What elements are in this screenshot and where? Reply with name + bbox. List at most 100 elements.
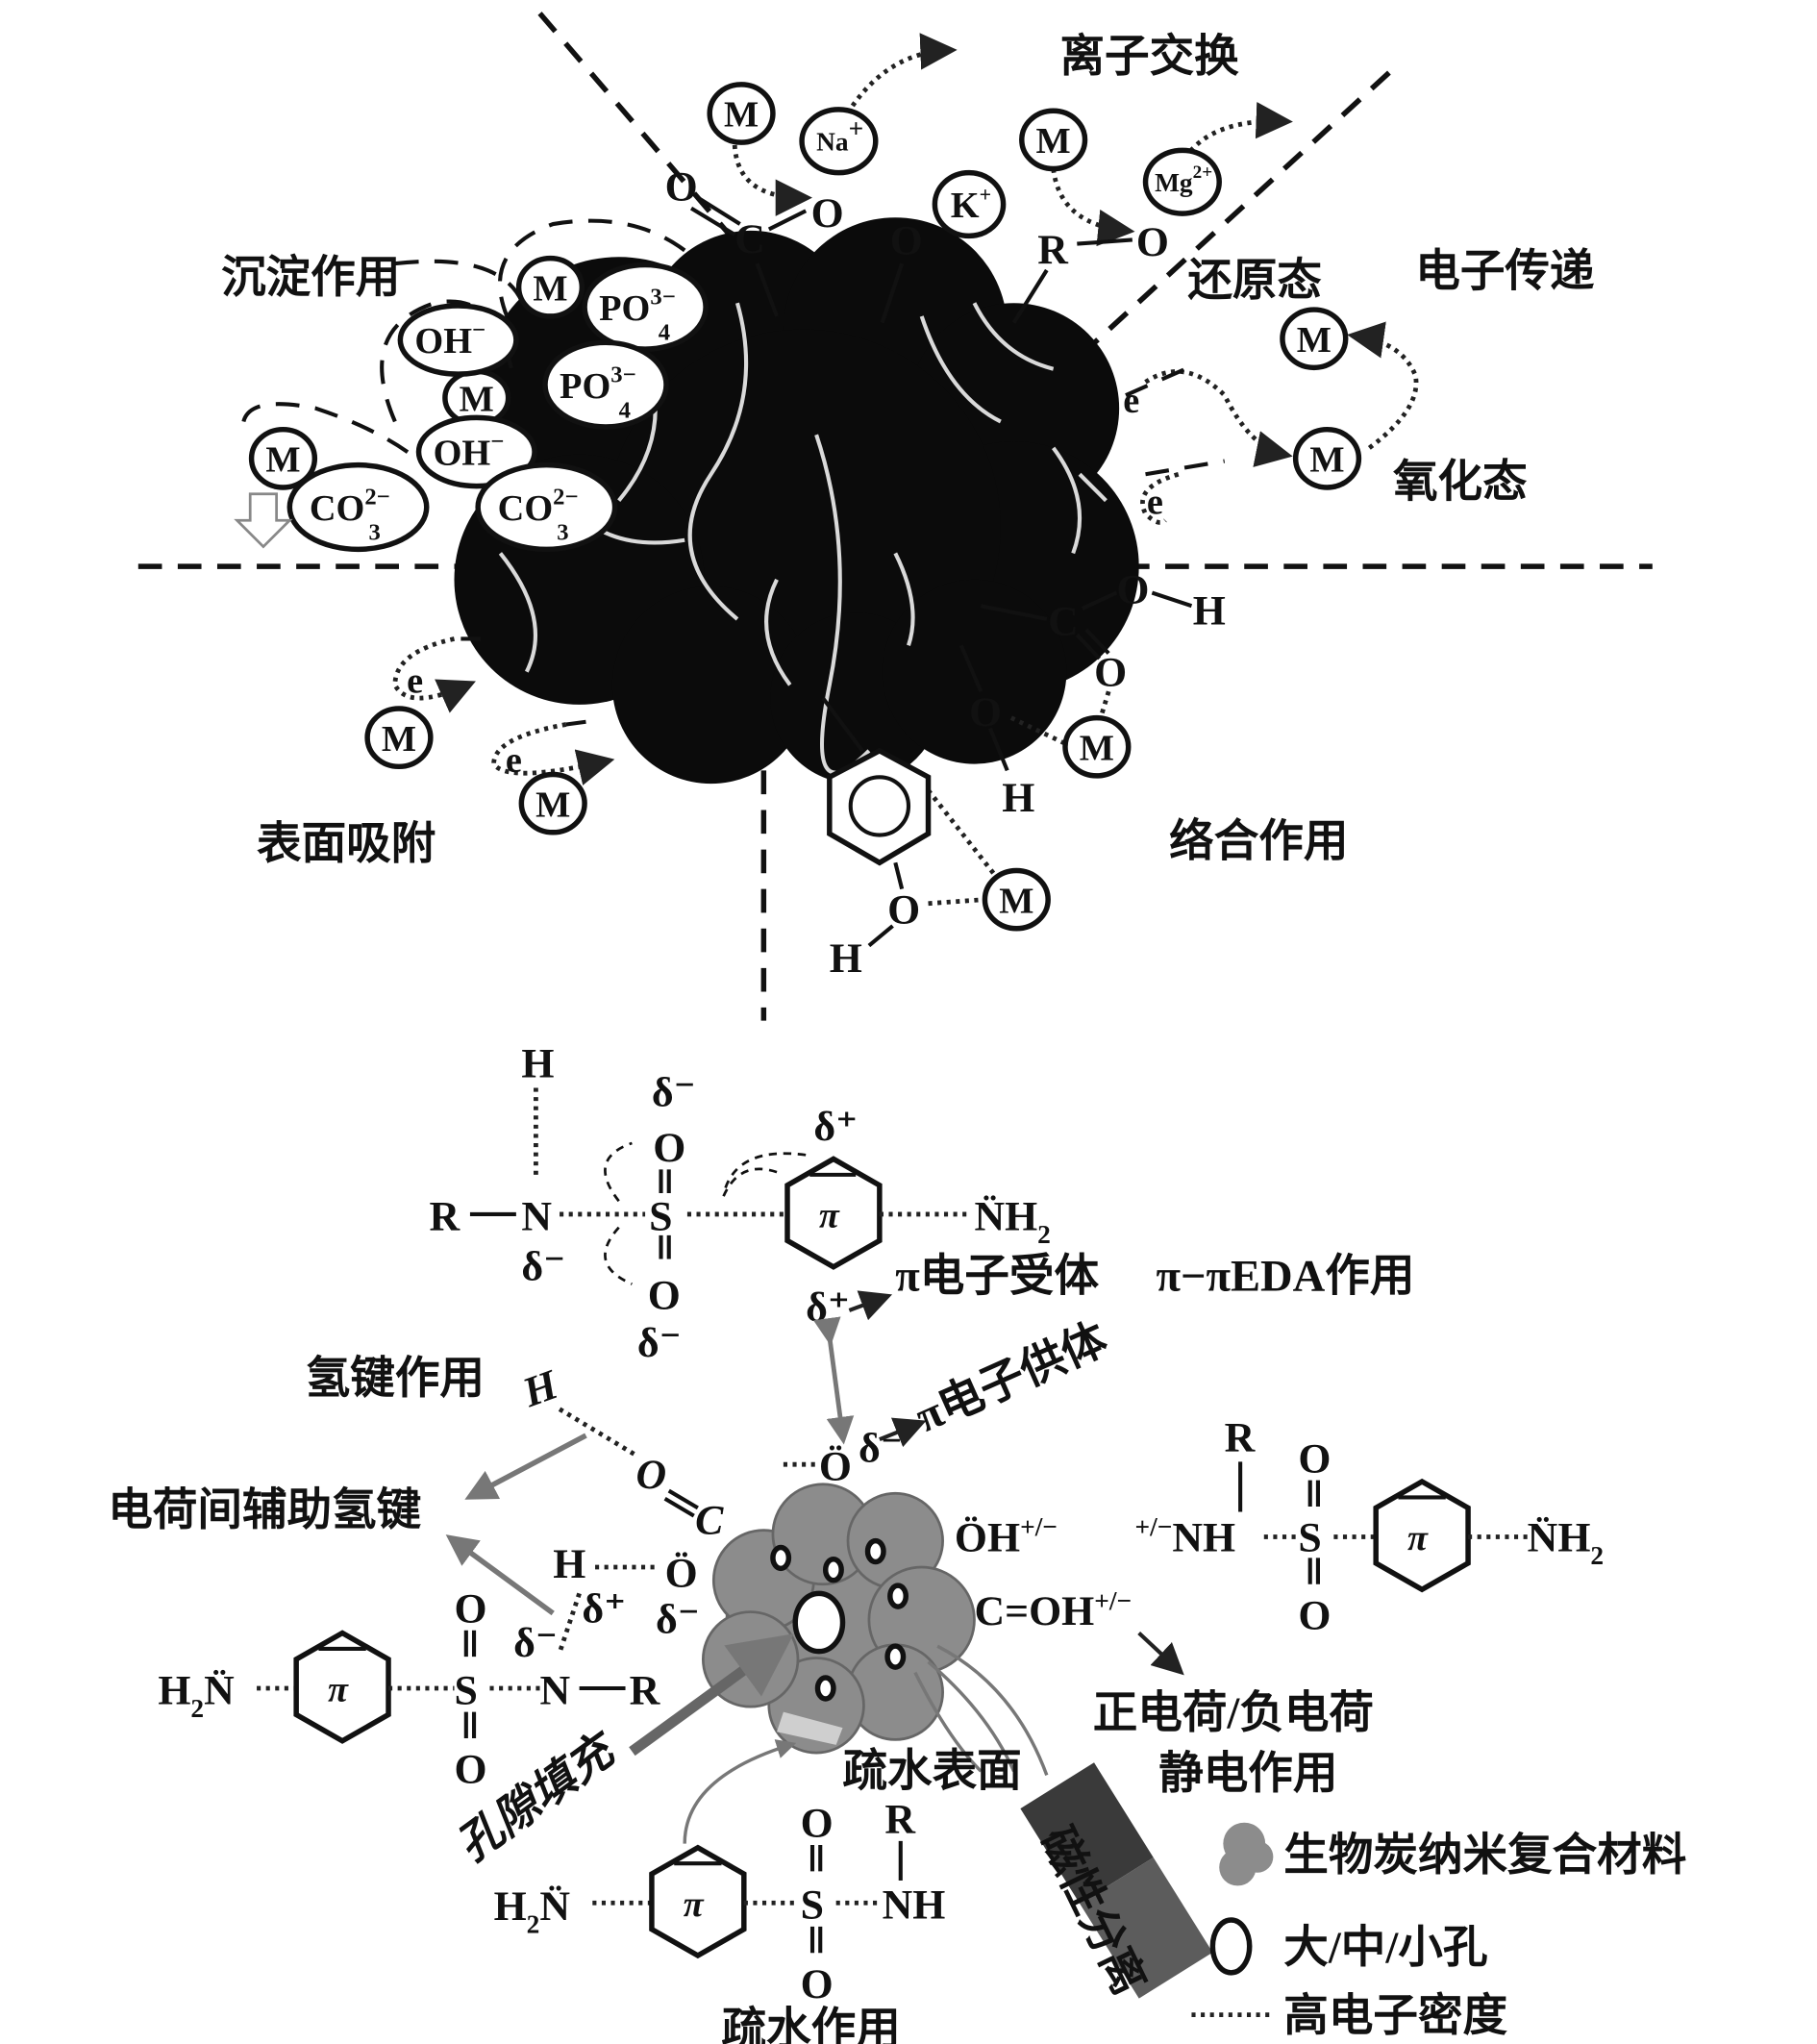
legend-biochar: 生物炭纳米复合材料 [1219,1822,1686,1886]
svg-text:π: π [819,1196,840,1236]
delta-plus: δ⁺ [806,1284,850,1331]
delta-minus: δ⁻ [521,1243,565,1289]
sulfonamide-left: H2N̈ π S O O N R [158,1586,660,1793]
metal-ion: M [364,706,434,770]
potassium-ion: K+ [932,169,1007,239]
svg-text:CO2−: CO2− [498,485,579,529]
metal-ion: M [518,771,587,835]
phenol-ring [827,747,932,866]
atom-o: O [1094,650,1127,696]
atom-c: C [1048,598,1079,644]
svg-text:OH−: OH− [414,317,485,361]
electron: e [1147,482,1163,522]
legend-label: 高电子密度 [1283,1991,1507,2041]
label-pi-pi-eda: π−πEDA作用 [1156,1251,1414,1301]
label-charge-assisted-hbond: 电荷间辅助氢键 [108,1485,421,1535]
label-electron-transfer: 电子传递 [1415,246,1595,296]
pore-icon [1209,1917,1253,1976]
svg-text:4: 4 [619,397,631,423]
svg-text:M: M [533,268,567,309]
atom-o: O [454,1586,486,1633]
amine-nh: +/−NH [1135,1512,1236,1560]
label-surface-adsorption: 表面吸附 [257,819,436,869]
svg-text:CO2−: CO2− [310,485,390,529]
svg-text:4: 4 [659,320,670,346]
metal-ion: M [1062,714,1132,779]
amine-group: H2N̈ [158,1667,235,1723]
benzene-ring: π [293,1630,391,1744]
pores [770,1537,908,1702]
carbonate-ion: CO2−3 [475,461,618,553]
mechanism-labels: 离子交换 电子传递 沉淀作用 还原态 氧化态 表面吸附 络合作用 [221,32,1595,869]
atom-o: O [887,886,920,933]
phosphate-ion: PO3−4 [582,262,709,352]
sulfonamide-right: R +/−NH S O O π N̈H2 [1135,1414,1605,1638]
svg-text:π: π [1407,1518,1429,1558]
atom-o: O [665,163,698,210]
benzene-ring: π [784,1156,883,1270]
atom-h: H [1193,587,1226,634]
delta-minus: δ⁻ [656,1596,700,1642]
label-oxidized-state: 氧化态 [1393,458,1528,508]
svg-text:M: M [460,380,494,420]
label-hydrogen-bond: 氢键作用 [306,1354,485,1404]
magnetic-separator [1020,1762,1213,1999]
sodium-ion: Na+ [799,107,879,176]
hydroxide-ion: OH− [397,303,519,377]
biochar-nanocomposite [629,1483,1049,1844]
atom-h: H [1002,775,1034,821]
label-pore-filling: 孔隙填充 [448,1723,627,1872]
legend-label: 生物炭纳米复合材料 [1283,1831,1686,1881]
svg-text:3: 3 [368,520,380,546]
svg-text:PO3−: PO3− [599,285,676,329]
atom-h: H [521,1041,554,1087]
benzene-ring: π [1373,1478,1471,1593]
delta-minus: δ⁻ [637,1320,682,1366]
atom-s: S [801,1882,824,1929]
phosphate-ion: PO3−4 [542,339,669,430]
atom-o-lone-pair: Ö [819,1444,852,1490]
atom-c: C [734,216,765,262]
svg-text:Mg2+: Mg2+ [1155,162,1212,197]
legend-label: 大/中/小孔 [1283,1923,1487,1973]
svg-text:3: 3 [557,520,568,546]
hydroxide-ion: OH− [415,414,537,489]
amine-group: N̈H2 [974,1193,1050,1249]
svg-text:K+: K+ [951,183,991,226]
svg-text:M: M [1297,320,1332,361]
atom-r: R [884,1797,916,1843]
svg-text:M: M [724,95,759,136]
hydrogen-bond-group: 氢键作用 H O C 电荷间辅助氢键 H Ö δ⁺ δ⁻ δ⁻ [108,1354,724,1666]
sulfonamide-top: H R N S O O δ⁻ δ⁻ δ⁻ π δ⁺ N̈H2 [429,1041,1050,1366]
atom-s: S [649,1193,672,1239]
electron: e [407,661,423,702]
metal-ion: M [707,82,776,145]
electron: e [1123,381,1139,421]
atom-r: R [1037,227,1069,273]
label-ion-exchange: 离子交换 [1059,32,1239,82]
label-pos-neg-charge: 正电荷/负电荷 [1093,1688,1374,1738]
atom-h: H [830,935,862,982]
atom-n: N [540,1667,571,1713]
hydroxyl-group: ÖH+/− [955,1512,1058,1560]
svg-text:π: π [684,1884,705,1925]
metal-ion: M [515,255,585,319]
atom-o: O [801,1961,834,2007]
amine-nh: NH [883,1882,946,1929]
atom-n: N [521,1193,552,1239]
atom-s: S [454,1667,477,1713]
delta-plus: δ⁺ [813,1104,858,1150]
metal-ions: M M M M M M M M M M M Na+ Mg2+ K+ OH− OH… [234,82,1362,932]
label-pi-acceptor: π电子受体 [895,1251,1099,1301]
atom-o: O [1298,1592,1331,1638]
svg-text:OH−: OH− [434,429,505,473]
atom-o: O [1116,566,1149,612]
delta-minus: δ⁻ [513,1620,558,1666]
metal-ion: M [248,426,318,490]
electron: e [506,740,522,781]
delta-minus: δ⁻ [859,1425,903,1471]
atom-o: O [635,1452,666,1498]
magnet-south-icon [1080,1857,1213,1999]
atom-h: H [516,1361,565,1417]
